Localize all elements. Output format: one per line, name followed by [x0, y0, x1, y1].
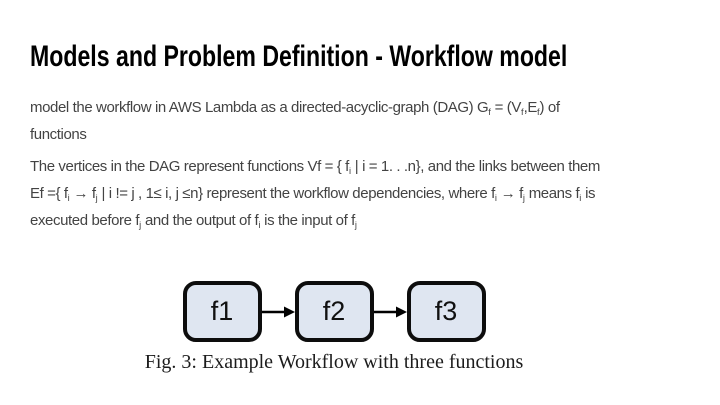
- slide-title-text: Models and Problem Definition - Workflow…: [30, 40, 568, 73]
- edge-arrow-icon: [373, 306, 407, 317]
- workflow-figure: f1 f2 f3 Fig. 3: Example Workflow with t…: [143, 281, 525, 374]
- workflow-node-f1: f1: [182, 281, 262, 342]
- slide-title: Models and Problem Definition - Workflow…: [30, 40, 720, 74]
- paragraph-workflow-model: model the workflow in AWS Lambda as a di…: [30, 99, 560, 143]
- workflow-node-f3: f3: [406, 281, 486, 342]
- workflow-node-f2: f2: [294, 281, 374, 342]
- edge-arrow-icon: [261, 306, 295, 317]
- workflow-node-row: f1 f2 f3: [143, 281, 525, 342]
- paragraph-dag-definition: The vertices in the DAG represent functi…: [30, 158, 600, 230]
- figure-caption: Fig. 3: Example Workflow with three func…: [144, 351, 524, 373]
